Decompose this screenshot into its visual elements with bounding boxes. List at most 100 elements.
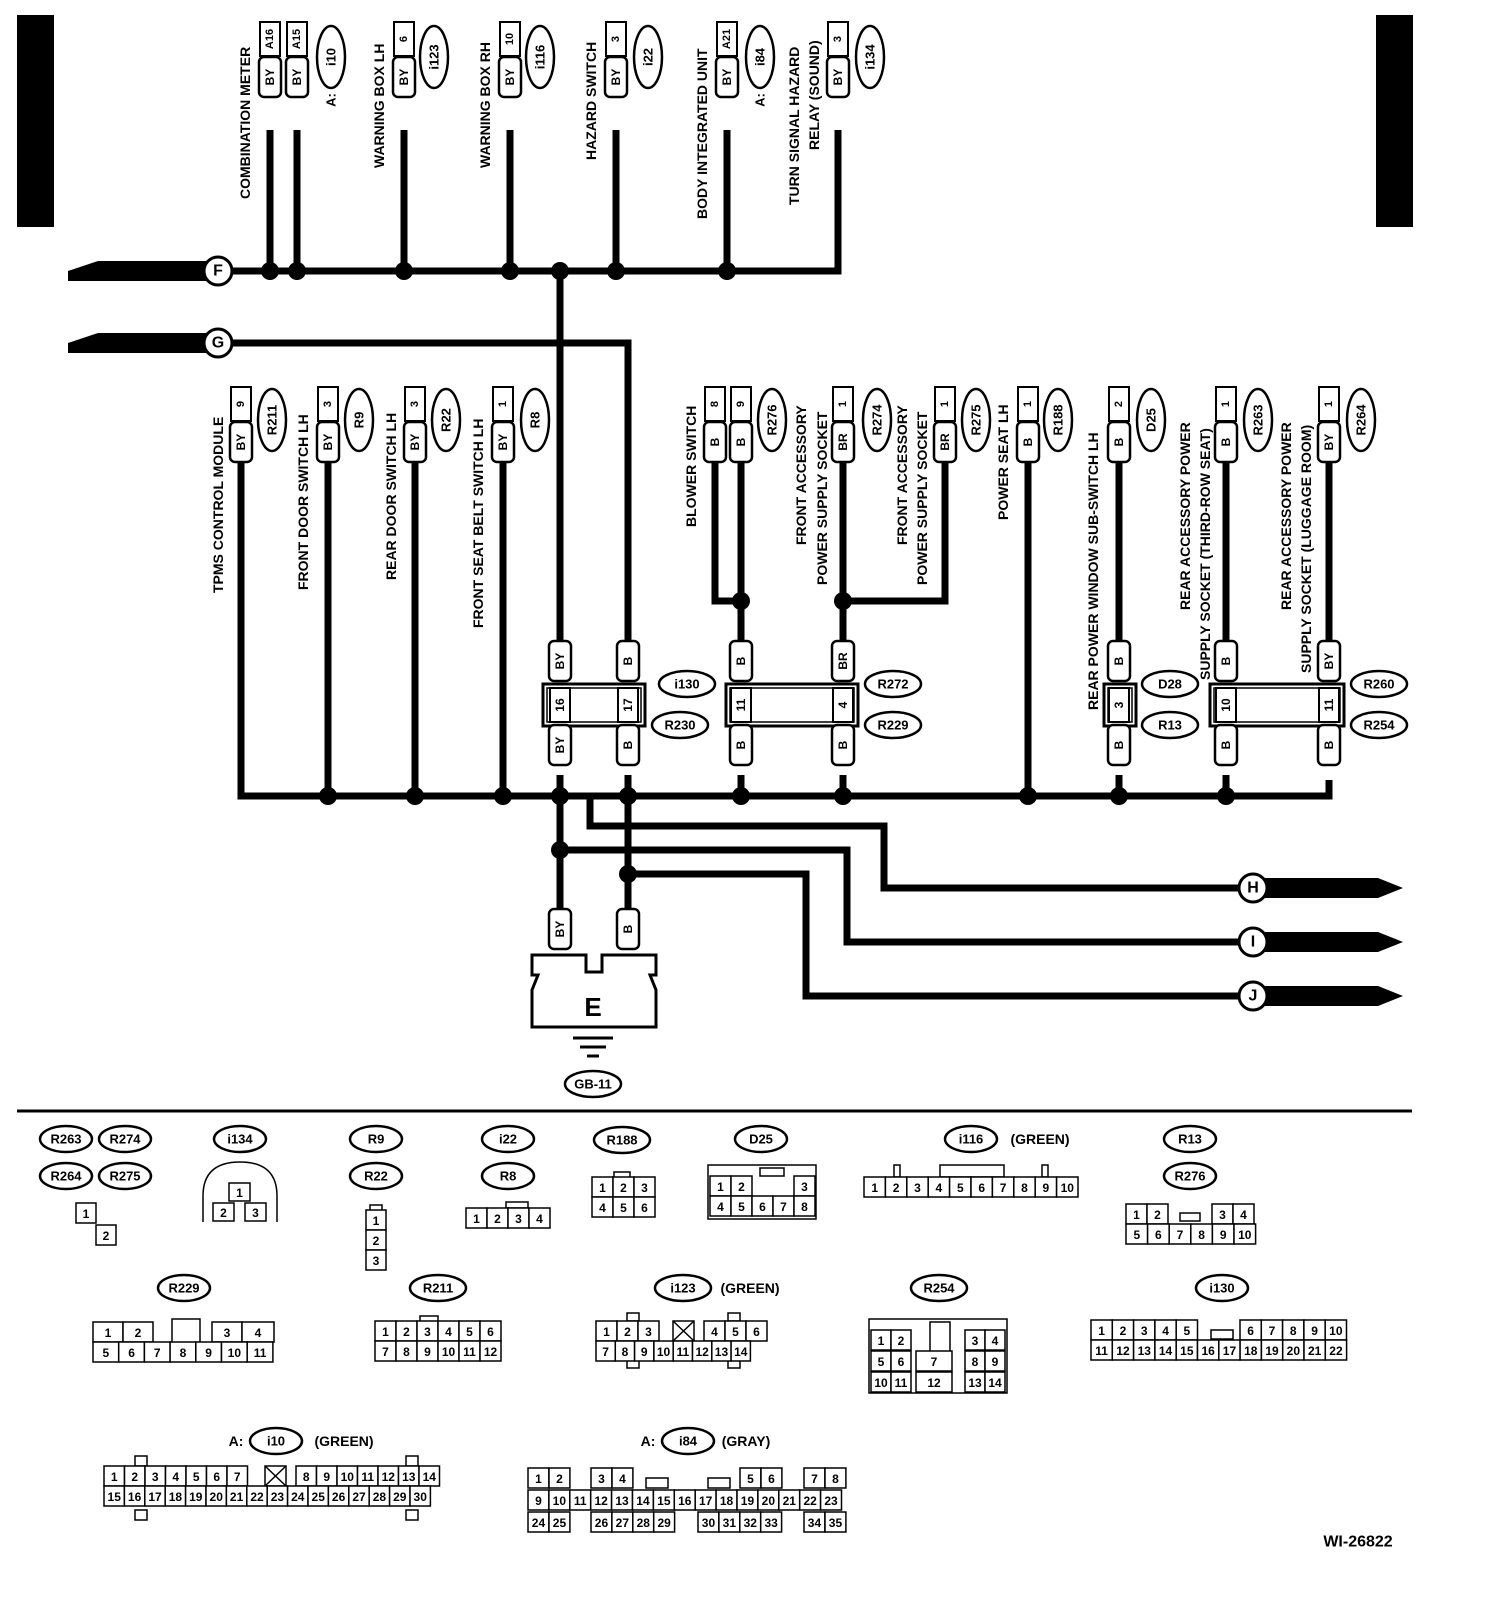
wire-color: BY: [397, 69, 411, 86]
connector-pin-number: 10: [228, 1346, 242, 1360]
wire-color-box: [1213, 723, 1239, 767]
connector-latch: [171, 1318, 201, 1344]
view-label: i123: [670, 1281, 695, 1296]
to-j: [628, 870, 1240, 1000]
connector-pin-number: 8: [972, 1355, 979, 1369]
connector-pin-number: 4: [1240, 1208, 1247, 1222]
connector-pin-number: 2: [220, 1206, 227, 1220]
splice-dot: [551, 262, 569, 280]
connector-latch: [134, 1455, 148, 1467]
connector-pin-number: 30: [414, 1490, 428, 1504]
splice-dot: [319, 787, 337, 805]
component-name: COMBINATION METER: [237, 47, 253, 199]
component-name: POWER SUPPLY SOCKET: [914, 411, 930, 585]
wire-color: BY: [831, 69, 845, 86]
pin-cell: [745, 1320, 768, 1342]
pin-cell: [1055, 1176, 1079, 1198]
component-name: POWER SUPPLY SOCKET: [814, 411, 830, 585]
connector-id-oval: [430, 387, 462, 453]
connector-pin-number: 5: [1184, 1324, 1191, 1338]
connector-pin-number: 1: [111, 1470, 118, 1484]
pin-cell: [984, 1350, 1006, 1372]
wire-color-box: [257, 55, 283, 99]
connector-pin-number: 6: [753, 1325, 760, 1339]
splice-dot: [718, 262, 736, 280]
connector-pin-number: 2: [624, 1325, 631, 1339]
offpage-arrow: [1265, 878, 1403, 898]
connector-pin-number: 32: [744, 1516, 758, 1530]
junction-pin-box: [617, 687, 639, 723]
component-name: FRONT DOOR SWITCH LH: [295, 414, 311, 590]
wire-color-box: [932, 420, 958, 464]
view-label: i130: [1209, 1281, 1234, 1296]
view-label: R263: [50, 1132, 81, 1147]
wire-color: B: [1219, 437, 1233, 446]
offpage-arrow: [1265, 932, 1403, 952]
view-label: R13: [1178, 1132, 1202, 1147]
junction-connector-id-oval: [863, 669, 923, 699]
wire-color: B: [1021, 437, 1035, 446]
wire-color-box: [1213, 420, 1239, 464]
connector-latch: [505, 1201, 529, 1209]
blower-loop: [711, 460, 741, 605]
junction-connector-id: R13: [1158, 718, 1182, 733]
junction-pin: 3: [1112, 701, 1126, 708]
section-bar: [17, 15, 54, 227]
pin-number: 1: [1022, 401, 1034, 407]
connector-pin-number: 6: [898, 1355, 905, 1369]
view-label-oval: [480, 1124, 536, 1154]
connector-pin-number: 7: [382, 1345, 389, 1359]
connector-pin-number: 17: [699, 1494, 713, 1508]
component-name: SUPPLY SOCKET (LUGGAGE ROOM): [1298, 425, 1314, 673]
connector-pin-number: 15: [108, 1490, 122, 1504]
wire-color-box: [315, 420, 341, 464]
connector-pin-number: 5: [732, 1325, 739, 1339]
wire-color: B: [1322, 740, 1336, 749]
connector-id-oval: [315, 24, 347, 90]
connector-pin-number: 29: [393, 1490, 407, 1504]
wire-color-box: [547, 723, 573, 767]
pin-cell: [409, 1485, 432, 1507]
wire-color-box: [615, 639, 641, 683]
view-label: R264: [50, 1169, 82, 1184]
component-name: BODY INTEGRATED UNIT: [694, 48, 710, 219]
splice-dot: [732, 592, 750, 610]
connector-pin-number: 20: [762, 1494, 776, 1508]
splice-dot: [406, 787, 424, 805]
connector-id: i10: [324, 48, 339, 66]
connector-pin-number: 4: [992, 1334, 999, 1348]
connector-pin-number: 7: [234, 1470, 241, 1484]
connector-id-oval: [1242, 387, 1274, 453]
component-name: REAR ACCESSORY POWER: [1177, 422, 1193, 610]
offpage-ref: GND-06: [1290, 988, 1342, 1004]
connector-pin-number: 6: [768, 1472, 775, 1486]
view-note: (GREEN): [314, 1433, 373, 1449]
connector-id: R263: [1251, 404, 1266, 435]
wire-color: B: [1219, 656, 1233, 665]
connector-pin-number: 3: [914, 1181, 921, 1195]
wire-color-box: [1106, 639, 1132, 683]
connector-pin-number: 2: [1154, 1208, 1161, 1222]
connector-pin-number: 24: [532, 1516, 546, 1530]
offpage-circle: [1237, 872, 1269, 904]
connector-id: R276: [765, 404, 780, 435]
view-label-oval: [38, 1161, 94, 1191]
connector-pin-number: 3: [801, 1180, 808, 1194]
view-label: R276: [1174, 1169, 1205, 1184]
connector-id: R274: [870, 404, 885, 436]
junction-connector-id-oval: [1349, 710, 1409, 740]
connector-pin-number: 22: [803, 1494, 817, 1508]
wire-color-box: [728, 639, 754, 683]
wire-color-box: [728, 723, 754, 767]
connector-pin-number: 15: [657, 1494, 671, 1508]
connector-pin-number: 8: [403, 1345, 410, 1359]
connector-pin-number: 2: [131, 1470, 138, 1484]
connector-pin-number: 21: [1308, 1344, 1322, 1358]
connector-pin-number: 3: [224, 1326, 231, 1340]
connector-pin-number: 2: [893, 1181, 900, 1195]
wire-color: B: [1112, 740, 1126, 749]
ground-wire-color-box: [615, 907, 641, 951]
wire-color-box: [228, 420, 254, 464]
view-label-oval: [212, 1124, 268, 1154]
